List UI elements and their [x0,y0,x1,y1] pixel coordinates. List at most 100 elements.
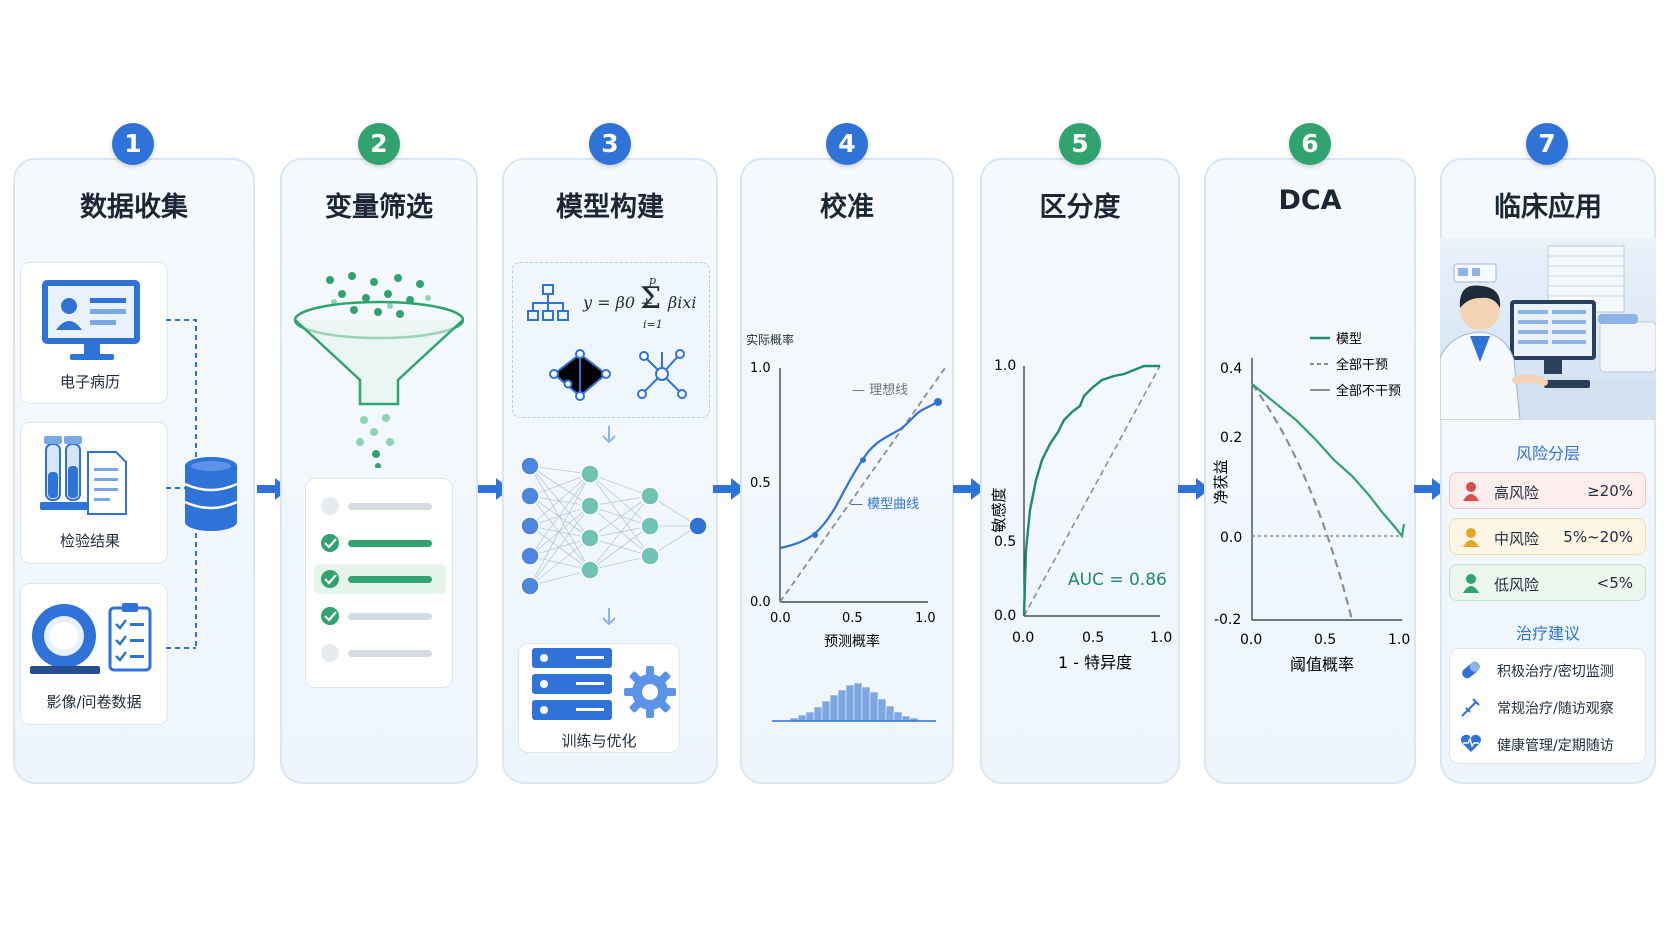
database-icon [184,457,238,531]
arrow-4-to-5 [953,478,985,500]
nn-edge [529,505,591,557]
dca-x-label: 阈值概率 [1290,655,1354,674]
step-number-2: 2 [358,123,400,165]
person-icon [1463,528,1479,547]
dca-ytick: 0.2 [1220,430,1242,446]
nn-node [580,464,600,484]
funnel-icon [293,272,465,468]
nn-node [520,486,540,506]
nn-edge [529,525,591,571]
calibration-plot: 实际概率 1.0 0.5 0.0 0.0 0.5 1.0 — 理想线 — 模型曲… [746,332,946,722]
model-curve [779,401,939,550]
arrow-5-to-6 [1178,478,1210,500]
nn-edge [589,505,651,527]
histogram-bar [821,700,831,722]
roc-diagonal [1023,365,1161,617]
nn-edge [529,465,591,475]
pill-icon [1462,661,1480,679]
calibration-ytick: 0.5 [750,476,771,491]
histogram-bar [861,686,871,722]
formula-sum-top: p [649,274,657,287]
dca-xtick: 1.0 [1388,632,1410,648]
histogram-bar [837,689,847,722]
step-title-6: DCA [1278,185,1342,216]
dca-xtick: 0.0 [1240,632,1262,648]
nn-edge [529,525,591,539]
histogram-bar [877,698,887,722]
panel-dca [1204,158,1416,784]
histogram-bar [885,705,895,722]
nn-node [580,496,600,516]
server-icon [532,648,612,720]
nn-edge [529,505,591,527]
doctor-at-computer-illustration [1440,238,1656,420]
risk-stratification-title: 风险分层 [1515,444,1580,463]
arrow-6-to-7 [1414,478,1446,500]
graph-network-icon-a [549,349,611,401]
ideal-legend: — 理想线 [852,382,908,398]
nn-edge [529,465,591,539]
step-number-1: 1 [112,123,154,165]
step-number-4: 4 [826,123,868,165]
risk-threshold: <5% [1596,574,1633,592]
nn-edge [589,537,651,557]
hierarchy-icon [527,284,569,321]
histogram-bar [853,682,863,722]
risk-row-medium: 中风险 5%~20% [1449,518,1646,555]
risk-name: 中风险 [1494,530,1540,548]
nn-node [640,486,660,506]
nn-edge [589,525,651,539]
ct-scanner-icon [30,603,152,674]
nn-node [520,456,540,476]
step-title-1: 数据收集 [80,192,188,223]
nn-edge [529,537,591,557]
treatment-item: 积极治疗/密切监测 [1497,664,1614,680]
nn-node [640,516,660,536]
nn-edge [589,505,651,557]
heart-pulse-icon [1461,734,1481,752]
nn-edge [529,495,591,539]
nn-edge [589,473,651,557]
formula-term: βixi [668,293,697,312]
dca-legend-treat-none: 全部不干预 [1336,383,1401,399]
dca-treat-all-line [1251,383,1354,621]
down-arrow-icon [602,426,616,444]
neural-network-diagram [520,456,708,596]
nn-edge [589,495,651,507]
calibration-ytick: 0.0 [750,595,771,610]
roc-xtick: 0.0 [1012,630,1034,646]
nn-node [580,560,600,580]
model-legend: — 模型曲线 [850,497,919,512]
step-title-2: 变量筛选 [325,192,433,223]
roc-y-label: 敏感度 [990,487,1008,532]
histogram-bar [813,706,823,722]
step-title-4: 校准 [820,192,874,223]
histogram-bar [797,714,807,722]
roc-ytick: 1.0 [994,358,1016,374]
nn-edge [529,473,591,587]
nn-edge [529,505,591,587]
nn-node [688,516,708,536]
ideal-line [779,367,946,603]
roc-xtick: 1.0 [1150,630,1172,646]
risk-name: 低风险 [1494,576,1540,594]
person-icon [1463,574,1479,593]
roc-ytick: 0.5 [994,534,1016,550]
calibration-xtick: 0.5 [842,611,863,626]
nn-edge [529,465,591,571]
panel-calibration [740,158,954,784]
nn-edge [529,555,591,571]
nn-node [520,516,540,536]
dca-model-curve [1251,383,1406,539]
gear-icon [624,666,676,718]
nn-edge [529,495,591,571]
nn-edge [589,473,651,527]
formula-sum-bottom: i=1 [643,318,663,331]
roc-ytick: 0.0 [994,608,1016,624]
risk-threshold: ≥20% [1587,482,1633,500]
risk-name: 高风险 [1494,484,1540,502]
nn-edge [529,473,591,527]
step-number-5: 5 [1059,123,1101,165]
panel-discrimination [980,158,1180,784]
dca-ytick: 0.0 [1220,530,1242,546]
